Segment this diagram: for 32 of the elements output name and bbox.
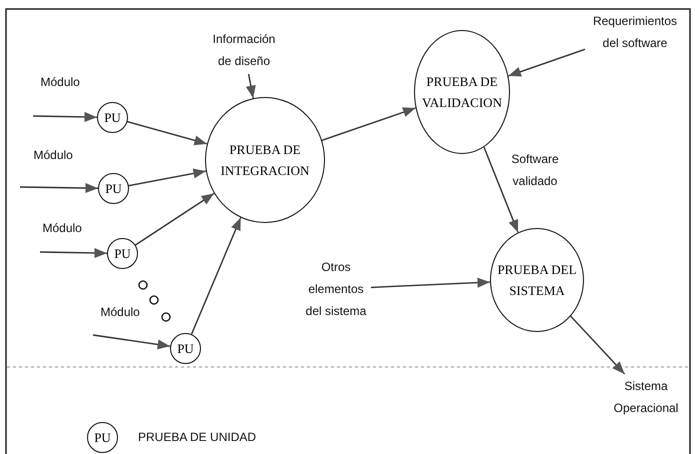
arrow	[135, 192, 214, 246]
arrow	[370, 278, 490, 288]
test-circle: PRUEBA DEL SISTEMA	[490, 228, 584, 332]
input-label: Requerimientos del software	[585, 8, 685, 56]
test-circle: PU	[97, 102, 128, 133]
arrow	[246, 74, 256, 98]
arrow	[508, 48, 586, 77]
test-circle: PU	[87, 422, 118, 453]
test-circle: PRUEBA DE INTEGRACION	[205, 97, 325, 223]
input-label: Información de diseño	[205, 26, 283, 74]
test-circle: PU	[170, 333, 201, 364]
edge-label: Módulo	[34, 147, 73, 164]
arrow	[128, 168, 206, 186]
input-label: Otros elementos del sistema	[301, 254, 371, 324]
test-circle: PU	[107, 238, 138, 269]
arrow	[483, 146, 519, 233]
edge-label: Módulo	[42, 220, 82, 237]
arrow	[190, 217, 242, 334]
arrow	[127, 120, 208, 146]
test-circle: PRUEBA DE VALIDACION	[414, 30, 510, 154]
edge-label: Módulo	[40, 74, 80, 91]
node-caption: PRUEBA DE UNIDAD	[138, 429, 256, 446]
arrow	[92, 334, 170, 350]
arrow	[20, 183, 98, 194]
edge-label: Software validado	[510, 151, 560, 190]
input-label: Sistema Operacional	[600, 374, 692, 420]
arrow	[40, 248, 108, 258]
arrow	[32, 112, 98, 122]
arrow	[570, 316, 626, 374]
arrow	[322, 107, 416, 141]
edge-label: Módulo	[100, 304, 140, 321]
test-circle: PU	[98, 173, 129, 204]
